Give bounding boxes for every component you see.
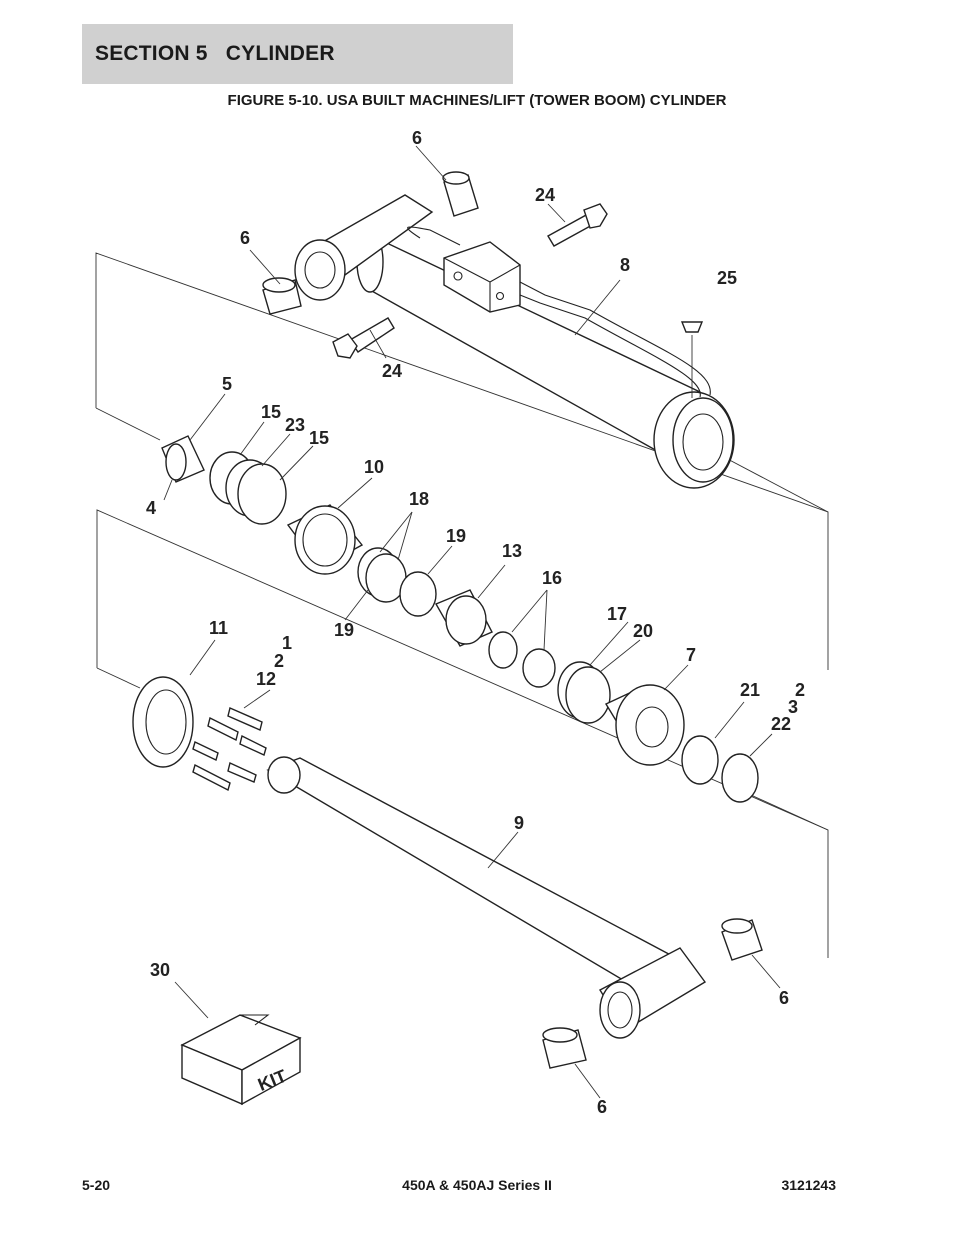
head-7 xyxy=(604,684,685,766)
lock-ring xyxy=(161,435,205,483)
fitting-bottom xyxy=(332,317,395,359)
piston-rings xyxy=(357,547,407,603)
callout-6: 6 xyxy=(779,988,789,1008)
callout-2: 2 xyxy=(795,680,805,700)
callout-23: 23 xyxy=(285,415,305,435)
wear-rings-16 xyxy=(488,631,556,688)
callout-13: 13 xyxy=(502,541,522,561)
callout-leaders xyxy=(163,145,781,1099)
seal-22 xyxy=(721,753,759,803)
callout-19: 19 xyxy=(446,526,466,546)
callout-16: 16 xyxy=(542,568,562,588)
wiper-ring-21 xyxy=(681,735,719,785)
piston xyxy=(286,504,364,575)
callout-10: 10 xyxy=(364,457,384,477)
callouts: 6 24 6 8 25 24 5 15 23 15 10 4 18 19 13 … xyxy=(146,128,805,1117)
gasket-11 xyxy=(132,676,194,768)
kit-box: KIT xyxy=(180,1014,302,1106)
cylinder-rod xyxy=(266,756,707,1039)
callout-25: 25 xyxy=(717,268,737,288)
callout-5: 5 xyxy=(222,374,232,394)
bushing-top-right xyxy=(442,171,479,217)
callout-24: 24 xyxy=(535,185,555,205)
callout-3: 3 xyxy=(788,697,798,717)
o-ring-19 xyxy=(399,571,437,617)
callout-30: 30 xyxy=(150,960,170,980)
callout-6: 6 xyxy=(412,128,422,148)
callout-2: 2 xyxy=(274,651,284,671)
callout-20: 20 xyxy=(633,621,653,641)
seal-rings-17-20 xyxy=(557,661,611,724)
seal-rings xyxy=(209,451,287,525)
bushing-bottom-left xyxy=(542,1027,587,1069)
spacer-13 xyxy=(434,589,493,647)
callout-24: 24 xyxy=(382,361,402,381)
callout-4: 4 xyxy=(146,498,156,518)
page-number: 5-20 xyxy=(82,1177,111,1193)
bushing-top-left xyxy=(262,277,302,315)
document-number: 3121243 xyxy=(781,1177,836,1193)
callout-12: 12 xyxy=(256,669,276,689)
callout-8: 8 xyxy=(620,255,630,275)
callout-7: 7 xyxy=(686,645,696,665)
figure-title: FIGURE 5-10. USA BUILT MACHINES/LIFT (TO… xyxy=(227,92,727,109)
bleeder-plug xyxy=(680,321,704,398)
callout-22: 22 xyxy=(771,714,791,734)
section-title: SECTION 5 CYLINDER xyxy=(95,42,335,65)
callout-19: 19 xyxy=(334,620,354,640)
bushing-bottom-right xyxy=(721,918,763,961)
callout-21: 21 xyxy=(740,680,760,700)
model-name: 450A & 450AJ Series II xyxy=(402,1177,552,1193)
callout-17: 17 xyxy=(607,604,627,624)
callout-15: 15 xyxy=(261,402,281,422)
callout-9: 9 xyxy=(514,813,524,833)
callout-6: 6 xyxy=(240,228,250,248)
fitting-top xyxy=(547,203,608,247)
callout-1: 1 xyxy=(282,633,292,653)
callout-11: 11 xyxy=(209,618,228,638)
callout-6: 6 xyxy=(597,1097,607,1117)
bolts-12 xyxy=(192,707,267,792)
cylinder-barrel xyxy=(294,194,735,489)
callout-18: 18 xyxy=(409,489,429,509)
callout-15: 15 xyxy=(309,428,329,448)
section-header: SECTION 5 CYLINDER xyxy=(82,24,513,84)
assembly-guide-lines xyxy=(95,252,829,958)
